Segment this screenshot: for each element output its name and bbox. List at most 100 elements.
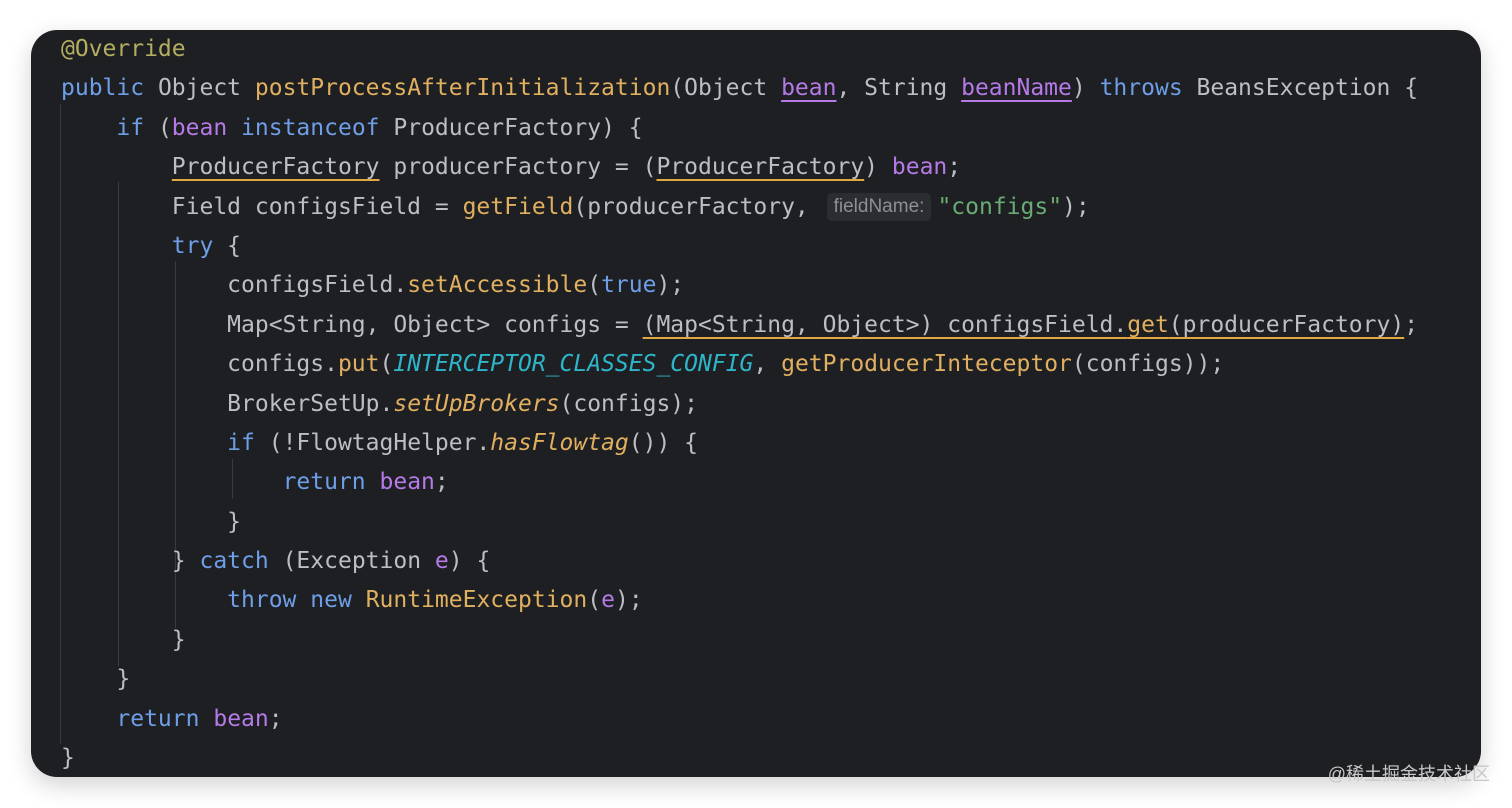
code-token: } <box>61 666 131 693</box>
code-token: ( <box>587 587 602 614</box>
code-line: } <box>61 660 1481 699</box>
indent-guide <box>60 104 61 744</box>
code-token: beanName <box>961 75 1072 102</box>
code-token: bean <box>781 75 837 102</box>
code-token: ) { <box>448 548 491 575</box>
code-token <box>61 706 116 732</box>
code-token: ; <box>947 154 962 181</box>
indent-guide <box>232 459 233 499</box>
code-line: try { <box>61 227 1481 266</box>
code-line: public Object postProcessAfterInitializa… <box>61 69 1481 108</box>
code-token: ; <box>1404 311 1419 338</box>
code-token: bean <box>891 154 948 181</box>
code-token: if <box>227 429 255 456</box>
code-token: , <box>753 351 782 378</box>
code-token: throw <box>227 587 297 614</box>
code-token: } <box>61 626 186 653</box>
code-line: Map<String, Object> configs = (Map<Strin… <box>61 306 1481 345</box>
code-token: ()) { <box>628 429 699 456</box>
code-token: true <box>601 272 657 299</box>
code-token: return <box>282 469 366 496</box>
code-token: ProducerFactory) { <box>379 114 643 141</box>
code-line: } <box>61 739 1481 777</box>
code-token: bean <box>379 469 435 496</box>
code-token: INTERCEPTOR_CLASSES_CONFIG <box>393 351 754 378</box>
code-token <box>61 233 172 259</box>
code-token: , String <box>836 75 962 102</box>
code-token: return <box>116 705 200 732</box>
code-token: } <box>61 548 200 575</box>
code-line: } <box>61 503 1481 542</box>
code-line: } <box>61 621 1481 660</box>
code-token: configs. <box>61 351 338 378</box>
watermark: @稀土掘金技术社区 <box>1327 764 1490 784</box>
code-token <box>61 469 283 495</box>
code-token <box>366 469 380 495</box>
code-token: @Override <box>61 36 186 62</box>
code-token: BeansException { <box>1182 75 1419 102</box>
code-token: } <box>61 745 75 772</box>
code-token: new <box>310 587 352 614</box>
code-token: public <box>61 75 145 102</box>
code-token: configsField. <box>61 272 408 299</box>
code-line: if (!FlowtagHelper.hasFlowtag()) { <box>61 424 1481 463</box>
indent-guide <box>118 182 119 666</box>
indent-guide <box>175 261 176 628</box>
code-token: try <box>171 232 214 259</box>
code-token: if <box>116 114 145 141</box>
code-token: bean <box>171 114 228 141</box>
code-token: hasFlowtag <box>490 429 629 456</box>
code-block: @Override public Object postProcessAfterI… <box>61 30 1481 777</box>
code-token: "configs" <box>937 193 1063 220</box>
parameter-hint: fieldName: <box>826 192 932 221</box>
code-line: configs.put(INTERCEPTOR_CLASSES_CONFIG, … <box>61 345 1481 384</box>
code-token: getProducerInteceptor <box>781 351 1072 378</box>
code-token: (producerFactory, <box>573 193 823 220</box>
code-token: ( <box>587 272 602 299</box>
code-token: e <box>434 548 449 575</box>
code-token: (configs)); <box>1071 351 1225 378</box>
code-line: return bean; <box>61 700 1481 739</box>
code-token <box>227 115 241 141</box>
code-line: return bean; <box>61 463 1481 502</box>
code-line: if (bean instanceof ProducerFactory) { <box>61 109 1481 148</box>
code-token: (configs); <box>559 390 698 417</box>
code-token: ProducerFactory <box>656 154 865 181</box>
code-token: catch <box>199 548 269 575</box>
code-token: ( <box>379 351 394 378</box>
code-token: ( <box>144 114 172 141</box>
code-token: } <box>61 508 242 535</box>
code-token <box>199 706 213 732</box>
code-token <box>61 587 227 613</box>
code-token: throws <box>1099 75 1183 102</box>
code-token: e <box>601 587 615 614</box>
code-token <box>61 430 227 456</box>
code-editor-panel: @Override public Object postProcessAfterI… <box>31 30 1481 777</box>
code-token: (Object <box>670 75 782 102</box>
code-line: BrokerSetUp.setUpBrokers(configs); <box>61 385 1481 424</box>
code-token: postProcessAfterInitialization <box>254 75 671 102</box>
code-line: @Override <box>61 30 1481 69</box>
code-token: ); <box>656 272 685 299</box>
code-token: ; <box>434 469 449 496</box>
code-token: put <box>337 351 380 378</box>
code-token: (Exception <box>268 548 435 575</box>
code-token: ); <box>1062 193 1090 220</box>
code-token: getField <box>462 193 574 220</box>
code-token: { <box>213 232 242 259</box>
code-line: ProducerFactory producerFactory = (Produ… <box>61 148 1481 187</box>
code-token: setUpBrokers <box>393 390 560 417</box>
code-token: RuntimeException <box>365 587 588 614</box>
code-token: BrokerSetUp. <box>61 390 394 417</box>
code-token: producerFactory = ( <box>379 154 657 181</box>
code-token: setAccessible <box>407 272 588 299</box>
code-token: (Map<String, Object>) configsField. <box>642 311 1128 338</box>
code-token: bean <box>213 705 269 732</box>
code-token: (!FlowtagHelper. <box>254 429 491 456</box>
code-token: (producerFactory) <box>1168 311 1405 338</box>
code-token: get <box>1127 311 1169 338</box>
code-token <box>352 587 366 613</box>
code-line: } catch (Exception e) { <box>61 542 1481 581</box>
code-line: throw new RuntimeException(e); <box>61 581 1481 620</box>
code-token: ProducerFactory <box>171 154 380 181</box>
